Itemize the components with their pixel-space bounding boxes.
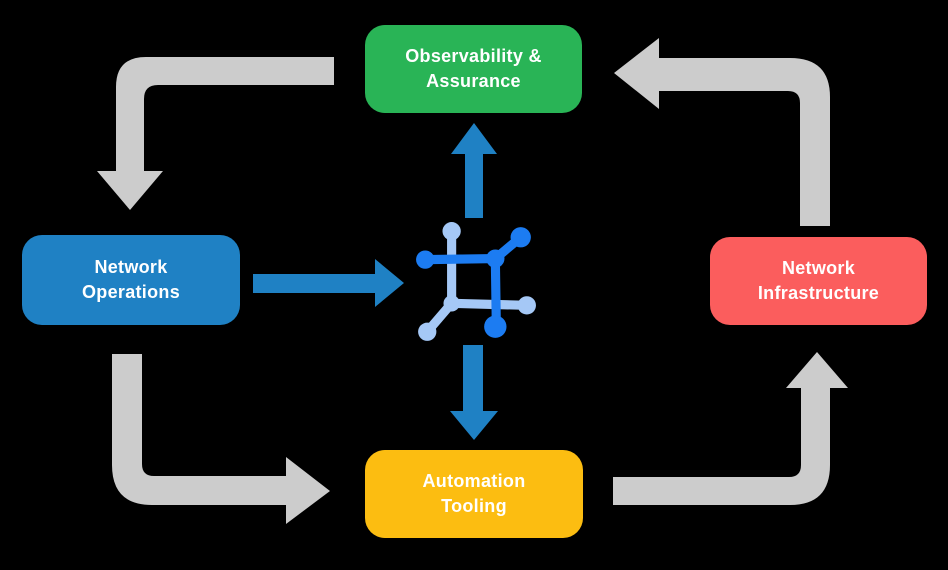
arrow-infrastructure-to-observability <box>614 38 830 226</box>
arrow-operations-to-automation <box>112 354 330 524</box>
node-observability-assurance: Observability & Assurance <box>365 25 582 113</box>
node-automation-tooling: Automation Tooling <box>365 450 583 538</box>
node-label-line: Assurance <box>426 71 521 91</box>
arrow-center-to-automation <box>450 345 498 440</box>
arrow-automation-to-infrastructure <box>613 352 848 505</box>
network-fabric-icon-light-part <box>418 222 536 341</box>
network-fabric-icon <box>416 222 536 341</box>
node-label-line: Network <box>781 258 856 278</box>
node-network-infrastructure: Network Infrastructure <box>710 237 927 325</box>
node-label-line: Observability & <box>405 46 542 66</box>
node-label-line: Automation <box>422 471 526 491</box>
network-fabric-icon-bright-part <box>416 227 531 338</box>
arrow-center-to-observability <box>451 123 497 218</box>
node-label-line: Tooling <box>441 496 507 516</box>
node-label-line: Network <box>94 257 168 277</box>
arrow-operations-to-center <box>253 259 404 307</box>
node-label-line: Operations <box>81 282 181 302</box>
node-network-operations: Network Operations <box>22 235 240 325</box>
arrow-observability-to-operations <box>97 57 334 210</box>
node-label-line: Infrastructure <box>757 283 880 303</box>
